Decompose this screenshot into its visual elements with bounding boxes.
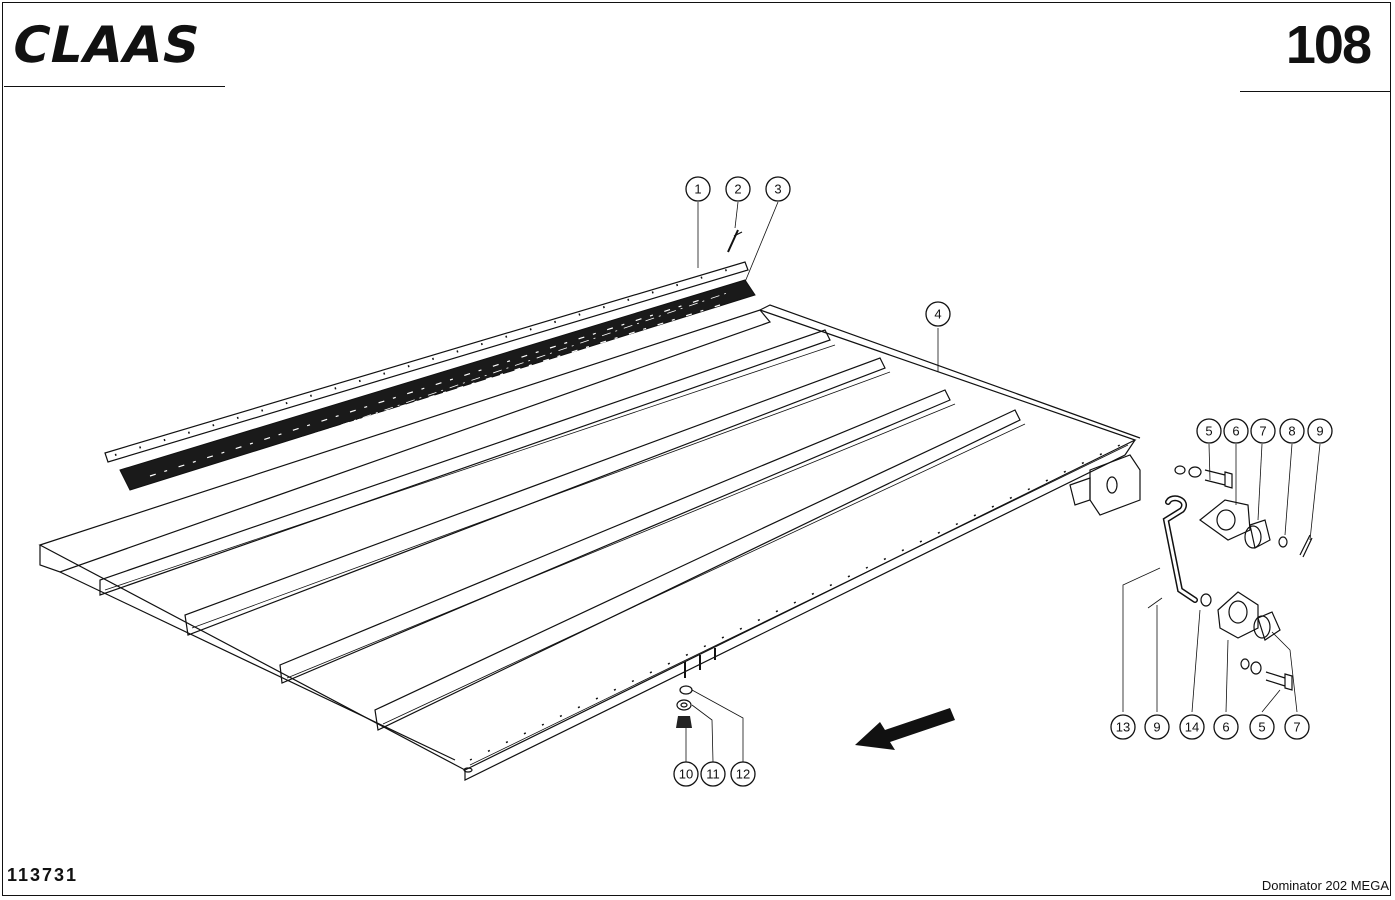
callout-10: 10 bbox=[673, 761, 699, 787]
fastener-stack-10-11-12 bbox=[676, 685, 693, 728]
callout-1: 1 bbox=[685, 176, 711, 202]
svg-text:1: 1 bbox=[694, 182, 701, 197]
callout-9-lower: 9 bbox=[1144, 714, 1170, 740]
svg-text:9: 9 bbox=[1316, 424, 1323, 439]
svg-text:6: 6 bbox=[1232, 424, 1239, 439]
leader-lines bbox=[685, 201, 1321, 763]
claas-logo-text: CLAAS bbox=[7, 16, 206, 74]
svg-text:13: 13 bbox=[1116, 720, 1130, 735]
callout-13: 13 bbox=[1110, 714, 1136, 740]
callout-8: 8 bbox=[1279, 418, 1305, 444]
arrow-down-left-icon bbox=[855, 708, 955, 750]
svg-text:5: 5 bbox=[1205, 424, 1212, 439]
svg-text:10: 10 bbox=[679, 767, 693, 782]
callout-6-lower: 6 bbox=[1213, 714, 1239, 740]
callout-2: 2 bbox=[725, 176, 751, 202]
callout-5-lower: 5 bbox=[1249, 714, 1275, 740]
callout-7-upper: 7 bbox=[1250, 418, 1276, 444]
callout-4: 4 bbox=[925, 301, 951, 327]
claas-logo: CLAAS bbox=[7, 16, 206, 74]
svg-text:9: 9 bbox=[1153, 720, 1160, 735]
logo-underline bbox=[4, 86, 225, 87]
callout-3: 3 bbox=[765, 176, 791, 202]
svg-text:8: 8 bbox=[1288, 424, 1295, 439]
svg-text:4: 4 bbox=[934, 307, 941, 322]
callout-7-lower: 7 bbox=[1284, 714, 1310, 740]
callout-12: 12 bbox=[730, 761, 756, 787]
seal-strip-part-3 bbox=[119, 279, 756, 491]
svg-text:11: 11 bbox=[706, 767, 720, 782]
callout-11: 11 bbox=[700, 761, 726, 787]
model-label: Dominator 202 MEGA bbox=[1261, 878, 1389, 893]
svg-text:12: 12 bbox=[736, 767, 750, 782]
page-number: 108 bbox=[1285, 15, 1372, 75]
svg-text:3: 3 bbox=[774, 182, 781, 197]
hinge-hardware-group bbox=[1147, 465, 1313, 691]
callout-14: 14 bbox=[1179, 714, 1205, 740]
svg-text:5: 5 bbox=[1258, 720, 1265, 735]
callout-5-upper: 5 bbox=[1196, 418, 1222, 444]
svg-text:6: 6 bbox=[1222, 720, 1229, 735]
svg-text:2: 2 bbox=[734, 182, 741, 197]
drawing-number: 113731 bbox=[7, 865, 79, 885]
floor-pan-part-4 bbox=[38, 304, 1141, 781]
rivet-strip-part-1 bbox=[104, 229, 749, 463]
svg-text:7: 7 bbox=[1293, 720, 1300, 735]
callout-6-upper: 6 bbox=[1223, 418, 1249, 444]
callout-9-upper: 9 bbox=[1307, 418, 1333, 444]
page-number-underline bbox=[1240, 91, 1390, 92]
svg-text:14: 14 bbox=[1185, 720, 1199, 735]
svg-text:7: 7 bbox=[1259, 424, 1266, 439]
